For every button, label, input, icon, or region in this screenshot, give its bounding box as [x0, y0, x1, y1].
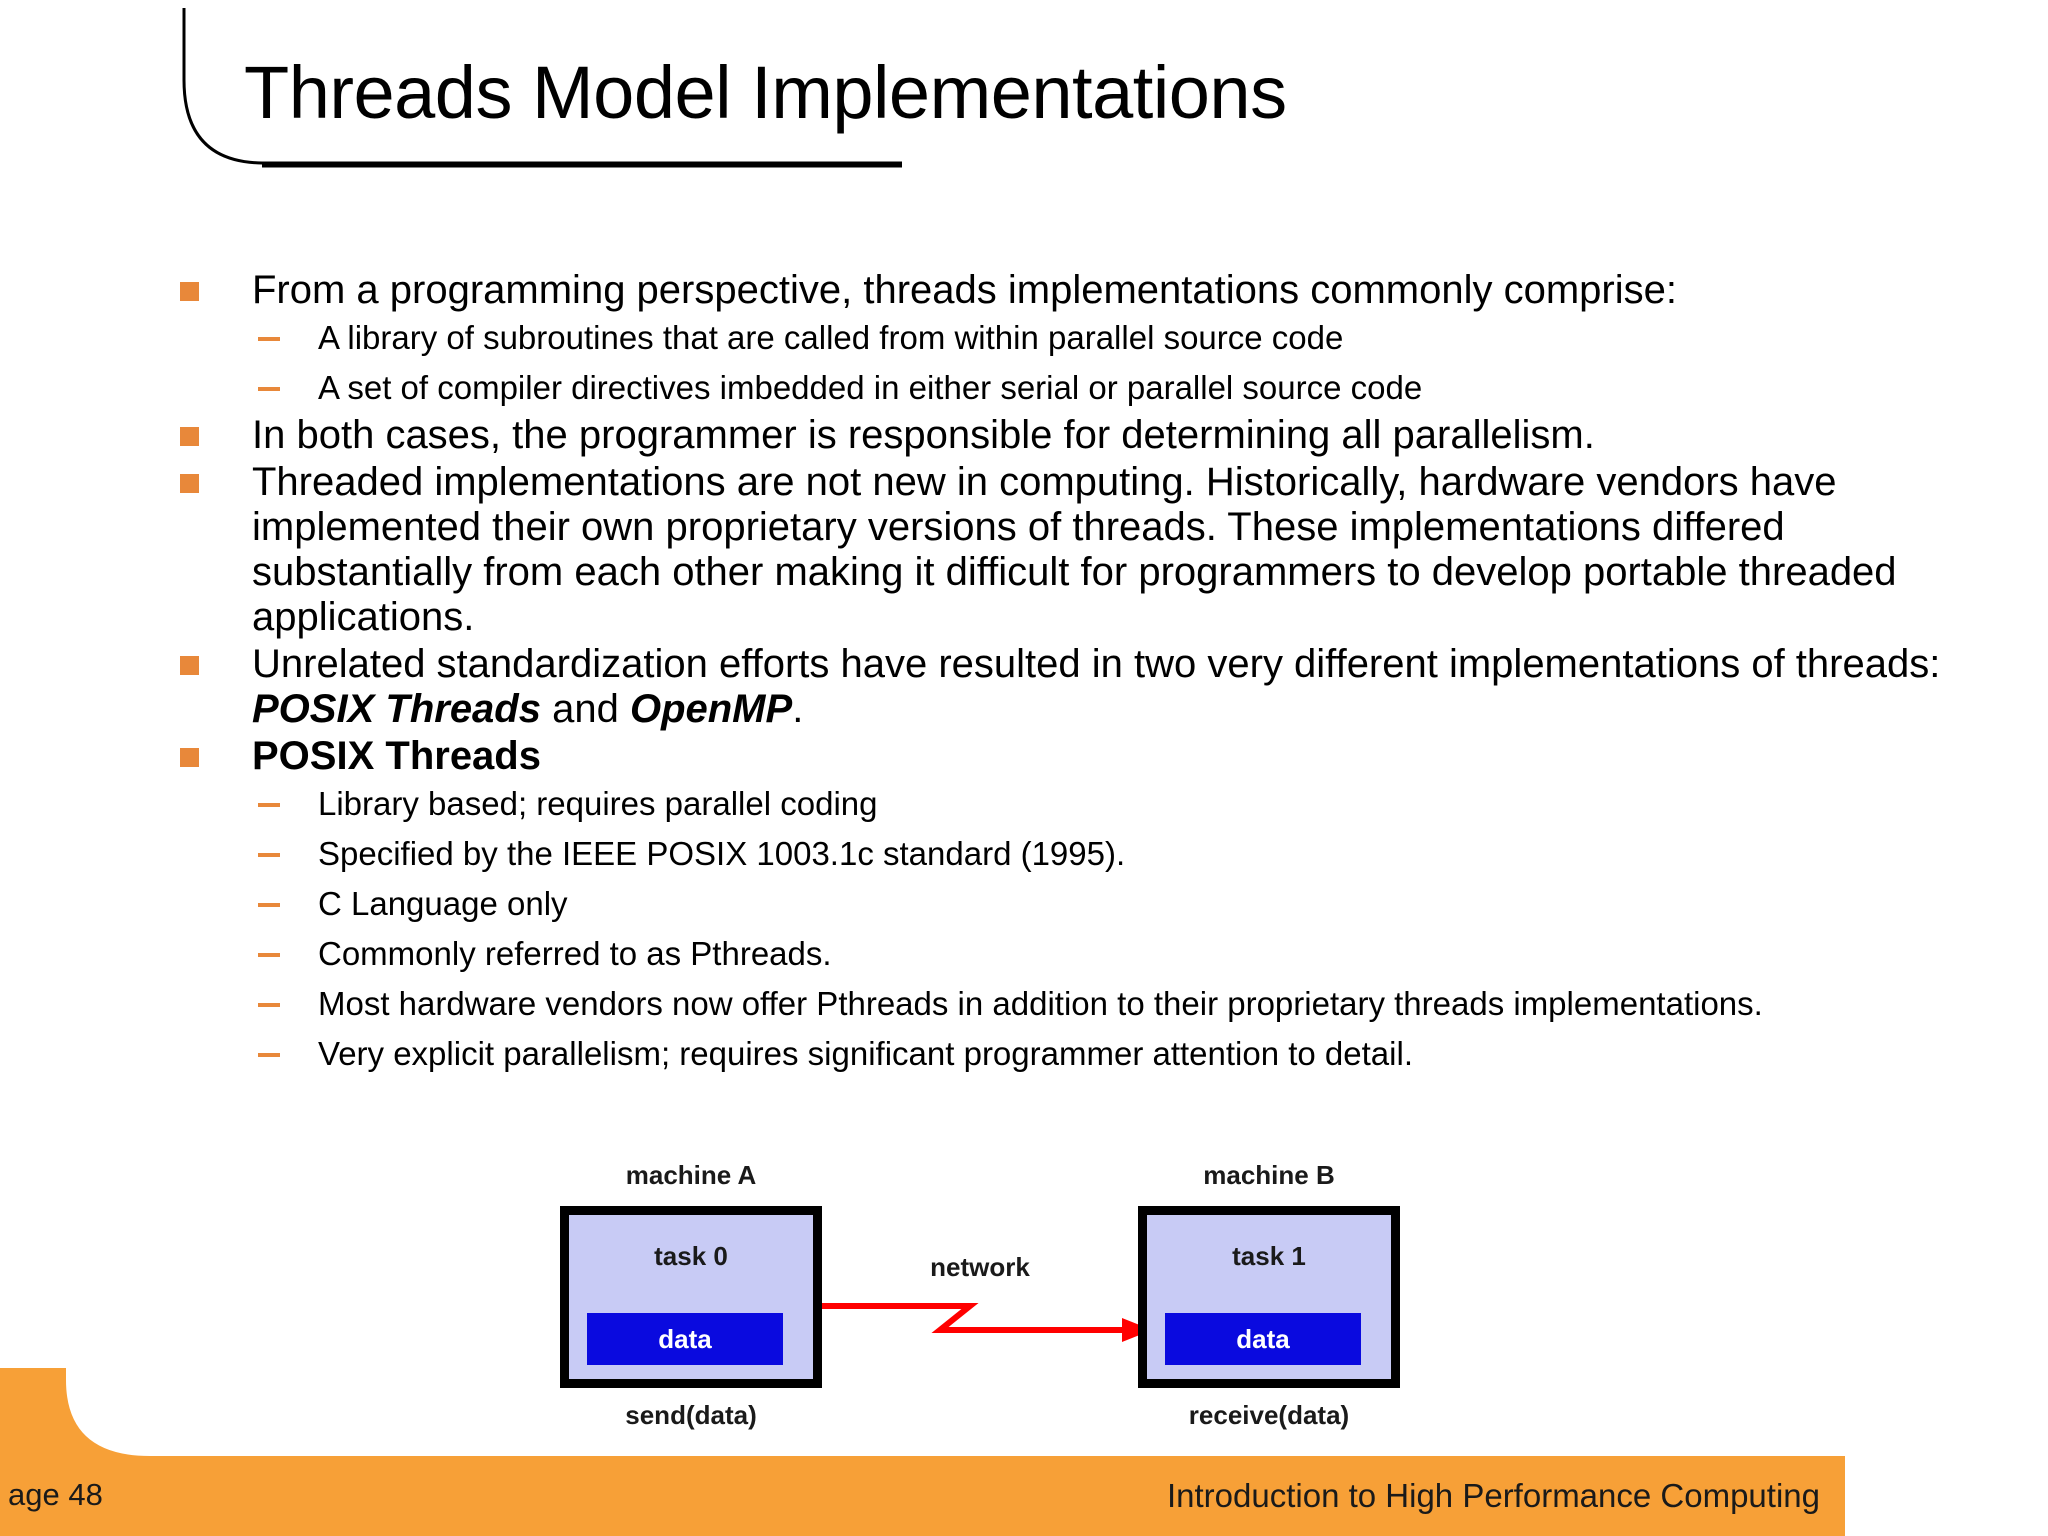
receive-data-label: receive(data) [1188, 1400, 1350, 1430]
footer-curve-decoration [0, 1368, 320, 1468]
bullet-text: From a programming perspective, threads … [252, 268, 1677, 312]
sub-bullet-item: C Language only [170, 879, 2000, 929]
machine-b-box: task 1 data [1138, 1206, 1400, 1388]
dash-bullet-icon [258, 953, 280, 957]
bullet-item-posix-threads: POSIX Threads [170, 734, 2000, 779]
sub-bullet-item: Commonly referred to as Pthreads. [170, 929, 2000, 979]
sub-bullet-text: Very explicit parallelism; requires sign… [318, 1035, 1413, 1072]
data-box-a: data [587, 1313, 783, 1365]
sub-bullet-item: Very explicit parallelism; requires sign… [170, 1029, 2000, 1079]
sub-bullet-text: Most hardware vendors now offer Pthreads… [318, 985, 1763, 1022]
footer-band [0, 1456, 1845, 1536]
dash-bullet-icon [258, 1003, 280, 1007]
sublist-posix-threads: Library based; requires parallel coding … [170, 779, 2000, 1079]
sub-bullet-text: A library of subroutines that are called… [318, 319, 1344, 356]
sub-bullet-item: A library of subroutines that are called… [170, 313, 2000, 363]
task0-label: task 0 [654, 1241, 728, 1271]
sub-bullet-item: Most hardware vendors now offer Pthreads… [170, 979, 2000, 1029]
sub-bullet-item: Specified by the IEEE POSIX 1003.1c stan… [170, 829, 2000, 879]
square-bullet-icon [180, 748, 199, 767]
emphasis-openmp: OpenMP [629, 687, 793, 731]
bullet-text-mid: and [540, 687, 630, 731]
dash-bullet-icon [258, 1053, 280, 1057]
bullet-text: Threaded implementations are not new in … [252, 460, 1897, 639]
bullet-item-history: Threaded implementations are not new in … [170, 460, 2000, 640]
bullet-item-perspective: From a programming perspective, threads … [170, 268, 2000, 313]
page-title: Threads Model Implementations [244, 51, 1287, 134]
footer-course-title: Introduction to High Performance Computi… [1166, 1477, 1820, 1514]
square-bullet-icon [180, 656, 199, 675]
sub-bullet-text: A set of compiler directives imbedded in… [318, 369, 1423, 406]
bullet-item-both-cases: In both cases, the programmer is respons… [170, 413, 2000, 458]
bullet-text: In both cases, the programmer is respons… [252, 413, 1595, 457]
message-passing-diagram: machine A task 0 data send(data) network… [560, 1160, 1400, 1450]
dash-bullet-icon [258, 337, 280, 341]
dash-bullet-icon [258, 853, 280, 857]
bullet-text-suffix: . [792, 687, 804, 731]
send-data-label: send(data) [625, 1400, 757, 1430]
sub-bullet-text: Specified by the IEEE POSIX 1003.1c stan… [318, 835, 1126, 872]
sublist-perspective: A library of subroutines that are called… [170, 313, 2000, 413]
machine-b-label: machine B [1203, 1160, 1335, 1190]
emphasis-posix-threads: POSIX Threads [252, 687, 541, 731]
square-bullet-icon [180, 427, 199, 446]
bullet-text: POSIX Threads [252, 734, 541, 778]
sub-bullet-text: Commonly referred to as Pthreads. [318, 935, 832, 972]
slide-body: From a programming perspective, threads … [170, 268, 2000, 1079]
network-label: network [930, 1252, 1030, 1282]
sub-bullet-text: Library based; requires parallel coding [318, 785, 878, 822]
machine-a-label: machine A [625, 1160, 757, 1190]
machine-a-box: task 0 data [560, 1206, 822, 1388]
square-bullet-icon [180, 282, 199, 301]
dash-bullet-icon [258, 387, 280, 391]
data-box-b: data [1165, 1313, 1361, 1365]
dash-bullet-icon [258, 803, 280, 807]
page-number: age 48 [8, 1477, 103, 1512]
dash-bullet-icon [258, 903, 280, 907]
sub-bullet-text: C Language only [318, 885, 568, 922]
bullet-list-level1: From a programming perspective, threads … [170, 268, 2000, 1079]
network-arrow-icon [822, 1303, 1152, 1342]
sub-bullet-item: Library based; requires parallel coding [170, 779, 2000, 829]
sub-bullet-item: A set of compiler directives imbedded in… [170, 363, 2000, 413]
task1-label: task 1 [1232, 1241, 1306, 1271]
bullet-item-standardization: Unrelated standardization efforts have r… [170, 642, 2000, 732]
bullet-text-prefix: Unrelated standardization efforts have r… [252, 642, 1941, 686]
square-bullet-icon [180, 474, 199, 493]
